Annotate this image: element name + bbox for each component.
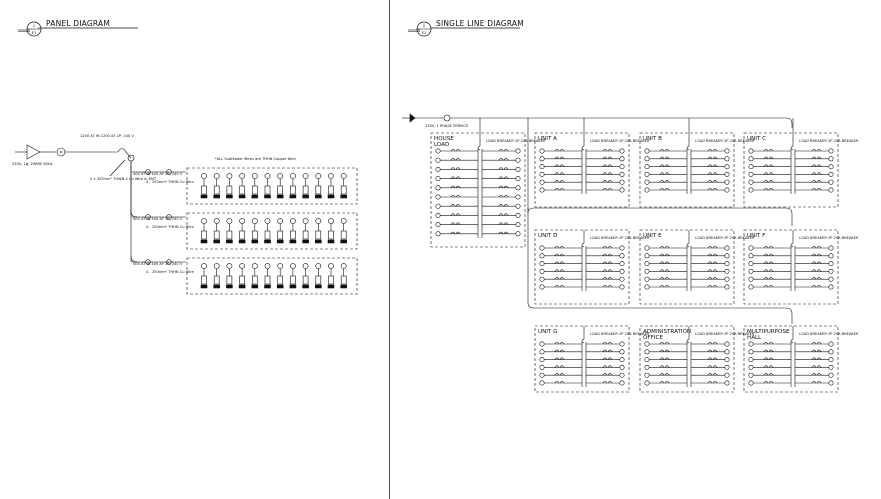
branch-wire-label: 4 - 250mm² THHN Cu Wire (146, 180, 195, 184)
sub-breaker (226, 263, 233, 289)
sub-breaker (200, 218, 208, 244)
sub-breaker (226, 173, 233, 199)
main-breaker-label: 1200 AT IN 1200 AF 2P, 240 V (80, 134, 134, 138)
panel-note: LOAD BREAKER 2P 20A BREAKER (695, 332, 755, 336)
panel-note: LOAD BREAKER 2P 20A BREAKER (695, 139, 755, 143)
unit-label: UNIT A (538, 136, 557, 142)
service-label: 230V, 1 PHASE SERVICE (425, 124, 469, 128)
left-title-number: 1 (33, 24, 35, 28)
feeder-label: 2 x 325mm² THWN-2 Cu Wire in EMT (90, 177, 157, 181)
sub-breaker (226, 218, 233, 244)
unit-panel: UNIT D LOAD BREAKER 2P 20A BREAKER (534, 229, 650, 305)
panel-note: LOAD BREAKER 2P 20A BREAKER (590, 139, 650, 143)
svg-text:M: M (59, 150, 62, 154)
branch-wire-label: 4 - 250mm² THHN Cu Wire (146, 225, 195, 229)
branch-breaker-label: 400 AT IN 400 AF 2P, 240 V (133, 262, 183, 266)
sub-breaker (251, 218, 259, 244)
sub-breaker (340, 173, 348, 199)
unit-label: UNIT C (747, 136, 766, 142)
sub-breaker (276, 173, 284, 199)
right-title-sheet: E1 (422, 31, 427, 35)
sub-panel-box (186, 257, 358, 295)
unit-panel: UNIT C LOAD BREAKER 2P 20A BREAKER (743, 118, 859, 208)
sub-breaker (289, 263, 297, 289)
right-title-marker: 2 E1 (408, 21, 520, 37)
sub-breaker (340, 263, 348, 289)
branch-breaker-label: 400 AT IN 400 AF 2P, 240 V (133, 217, 183, 221)
source-plug-icon: M (15, 144, 135, 162)
panel-note: LOAD BREAKER 2P 20A BREAKER (695, 236, 755, 240)
sub-breaker (200, 263, 208, 289)
panel-note: LOAD BREAKER 2P 20A BREAKER (799, 332, 859, 336)
service-entrance-icon (402, 113, 793, 128)
sub-breaker (302, 173, 309, 199)
sub-breaker (340, 218, 348, 244)
sub-breaker (276, 218, 284, 244)
panel-diagram: M 230V, 1ɸ, 2WIRE 60Hz 1200 AT IN 1200 A… (12, 134, 358, 295)
unit-label: UNIT E (643, 233, 662, 239)
left-title-marker: 1 E1 (18, 21, 138, 37)
sub-breaker (289, 173, 297, 199)
bus-header: *ALL Subfeeder Wires are THHN Copper Wir… (215, 157, 296, 161)
sub-panel-box (186, 212, 358, 250)
sub-breaker (238, 173, 246, 199)
unit-panel: UNIT B LOAD BREAKER 2P 20A BREAKER (639, 118, 755, 208)
panel-branch-3: 400 AT IN 400 AF 2P, 240 V 4 - 250mm² THH… (130, 255, 358, 295)
sub-breaker (251, 263, 259, 289)
panel-note: LOAD BREAKER 2P 20A BREAKER (486, 139, 546, 143)
sub-breaker (302, 218, 309, 244)
sub-breaker (264, 173, 271, 199)
unit-label: UNIT F (747, 233, 765, 239)
sub-breaker (289, 218, 297, 244)
sub-breaker (238, 263, 246, 289)
branch-breaker-label: 400 AT IN 400 AF 2P, 240 V (133, 172, 183, 176)
sub-breaker (200, 173, 208, 199)
sub-breaker (213, 218, 220, 244)
panel-note: LOAD BREAKER 2P 20A BREAKER (590, 236, 650, 240)
sub-breaker (327, 218, 335, 244)
unit-panel: UNIT G LOAD BREAKER 2P 20A BREAKER (534, 325, 650, 393)
sub-breaker (314, 263, 322, 289)
sub-breaker (276, 263, 284, 289)
right-title: SINGLE LINE DIAGRAM (436, 19, 524, 28)
branch-wire-label: 4 - 250mm² THHN Cu Wire (146, 270, 195, 274)
sub-breaker (238, 218, 246, 244)
left-title: PANEL DIAGRAM (46, 19, 110, 28)
sub-breaker (327, 263, 335, 289)
unit-label: UNIT D (538, 233, 557, 239)
sub-panel-box (186, 167, 358, 205)
panel-note: LOAD BREAKER 2P 20A BREAKER (590, 332, 650, 336)
sub-breaker (302, 263, 309, 289)
sub-breaker (213, 173, 220, 199)
left-title-sheet: E1 (32, 31, 37, 35)
unit-panel: UNIT A LOAD BREAKER 2P 20A BREAKER (534, 118, 650, 208)
sub-breaker (314, 218, 322, 244)
panel-branch-1: 400 AT IN 400 AF 2P, 240 V 4 - 250mm² THH… (131, 167, 358, 205)
unit-panel: UNIT E LOAD BREAKER 2P 20A BREAKER (639, 229, 755, 305)
sub-breaker (264, 263, 271, 289)
sub-breaker (213, 263, 220, 289)
right-title-number: 2 (423, 24, 425, 28)
source-label: 230V, 1ɸ, 2WIRE 60Hz (12, 162, 53, 166)
unit-label: UNIT G (538, 329, 557, 335)
sub-breaker (327, 173, 335, 199)
sub-breaker (314, 173, 322, 199)
panel-branch-2: 400 AT IN 400 AF 2P, 240 V 4 - 250mm² THH… (130, 210, 358, 250)
unit-label: UNIT B (643, 136, 662, 142)
panel-note: LOAD BREAKER 2P 20A BREAKER (799, 236, 859, 240)
sub-breaker (264, 218, 271, 244)
sub-breaker (251, 173, 259, 199)
unit-panel: UNIT F LOAD BREAKER 2P 20A BREAKER (743, 229, 859, 305)
panel-note: LOAD BREAKER 2P 20A BREAKER (799, 139, 859, 143)
